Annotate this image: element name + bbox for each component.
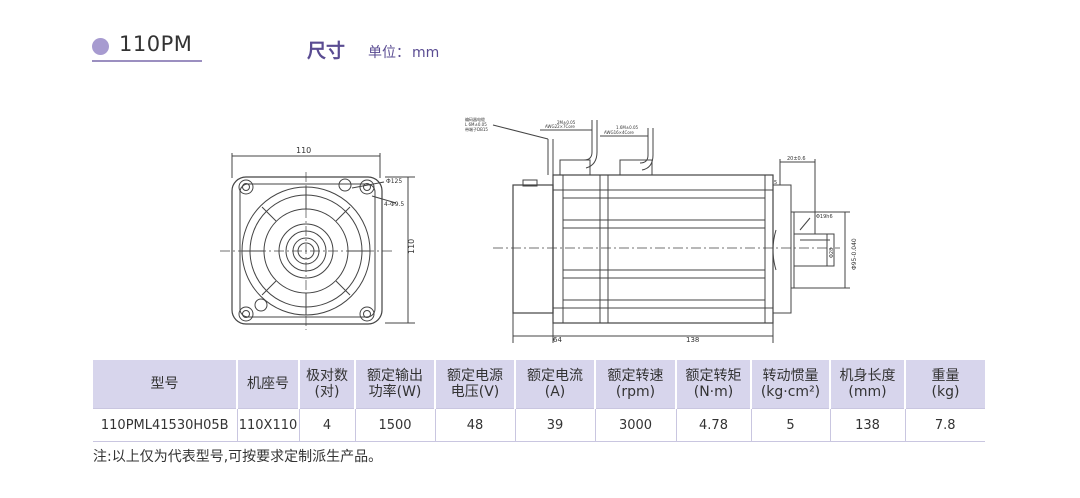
cable-len-2: 1.6M±0.05 xyxy=(616,125,639,130)
header-line: 极对数 xyxy=(306,368,348,384)
dim-front-height: 110 xyxy=(407,239,416,254)
spec-table: 型号 机座号 极对数(对) 额定输出功率(W) 额定电源电压(V) 额定电流(A… xyxy=(93,360,985,442)
header-line: (mm) xyxy=(848,384,887,400)
cable-note-1: 编码器电缆 xyxy=(465,116,485,122)
header-line: 额定输出 xyxy=(367,368,423,384)
cable-note-2: L 6M±0.05 xyxy=(465,122,487,127)
header-cell: 额定转矩(N·m) xyxy=(676,360,752,409)
header-line: 功率(W) xyxy=(368,384,422,400)
cell-voltage: 48 xyxy=(435,408,516,442)
cell-pole-pairs: 4 xyxy=(299,408,356,442)
model-title: 110PM xyxy=(119,32,193,56)
header-cell: 额定电源电压(V) xyxy=(435,360,516,409)
unit-label-text: 单位： xyxy=(368,45,410,61)
cable-note-3: 带端子DB15 xyxy=(465,126,488,132)
header-line: 额定电流 xyxy=(527,368,583,384)
dim-key-width: Φ28 xyxy=(829,248,835,258)
header-line: (对) xyxy=(314,384,340,400)
cell-inertia: 5 xyxy=(751,408,831,442)
header-line: 重量 xyxy=(931,368,960,384)
dim-shaft-dia: Φ19h6 xyxy=(816,214,833,220)
unit-value: mm xyxy=(412,45,440,61)
dim-flange-thk: 5 xyxy=(774,180,777,186)
cell-frame: 110X110 xyxy=(237,408,300,442)
side-view xyxy=(492,120,850,343)
header-line: 型号 xyxy=(150,376,179,392)
cell-weight: 7.8 xyxy=(905,408,985,442)
header-line: 机身长度 xyxy=(839,368,896,384)
header-line: 电压(V) xyxy=(450,384,500,400)
cable-tag-1: AWG22×7Core xyxy=(545,124,575,129)
dim-bolt-circle: Φ125 xyxy=(386,178,402,185)
dim-holes: 4-Φ9.5 xyxy=(384,201,404,208)
dim-length-body: 138 xyxy=(686,336,699,344)
header-line: (A) xyxy=(544,384,566,400)
cable-len-1: 2M±0.05 xyxy=(557,120,576,125)
header-cell: 转动惯量(kg·cm²) xyxy=(751,360,831,409)
header-cell: 重量(kg) xyxy=(905,360,985,409)
model-header: 110PM xyxy=(92,30,202,62)
cell-torque: 4.78 xyxy=(676,408,752,442)
table-row: 110PML41530H05B 110X110 4 1500 48 39 300… xyxy=(93,408,985,442)
dim-length-flange: 64 xyxy=(553,336,562,344)
header-cell: 机座号 xyxy=(237,360,300,409)
motor-drawing: 110 110 Φ125 4-Φ9.5 编码器电缆 L 6M±0.05 带端子D… xyxy=(220,116,858,344)
unit-label: 单位：mm xyxy=(368,42,439,62)
header-cell: 极对数(对) xyxy=(299,360,356,409)
header-line: (kg·cm²) xyxy=(760,384,821,400)
cable-tag-2: AWG16×4Core xyxy=(604,130,634,135)
table-header-row: 型号 机座号 极对数(对) 额定输出功率(W) 额定电源电压(V) 额定电流(A… xyxy=(93,360,985,409)
dim-spigot-dia: Φ95-0.040 xyxy=(851,238,858,270)
cell-power: 1500 xyxy=(355,408,436,442)
dimension-title: 尺寸 xyxy=(307,40,346,62)
header-line: 额定转速 xyxy=(607,368,664,384)
header-cell: 机身长度(mm) xyxy=(830,360,906,409)
header-cell: 额定转速(rpm) xyxy=(595,360,677,409)
cell-model: 110PML41530H05B xyxy=(93,408,238,442)
header-cell: 型号 xyxy=(93,360,238,409)
header-line: 机座号 xyxy=(247,376,289,392)
front-view xyxy=(220,153,415,330)
cell-length: 138 xyxy=(830,408,906,442)
dim-shaft-len: 20±0.6 xyxy=(787,156,806,162)
header-line: 额定电源 xyxy=(447,368,503,384)
header-line: (rpm) xyxy=(615,384,656,400)
footnote: 注:以上仅为代表型号,可按要求定制派生产品。 xyxy=(93,449,383,465)
bullet-dot-icon xyxy=(92,38,109,55)
cell-speed: 3000 xyxy=(595,408,677,442)
header-cell: 额定输出功率(W) xyxy=(355,360,436,409)
dim-front-width: 110 xyxy=(296,146,311,155)
header-line: (N·m) xyxy=(693,384,734,400)
header-line: 转动惯量 xyxy=(762,368,819,384)
header-line: 额定转矩 xyxy=(685,368,742,384)
cell-current: 39 xyxy=(515,408,596,442)
header-line: (kg) xyxy=(931,384,960,400)
header-cell: 额定电流(A) xyxy=(515,360,596,409)
